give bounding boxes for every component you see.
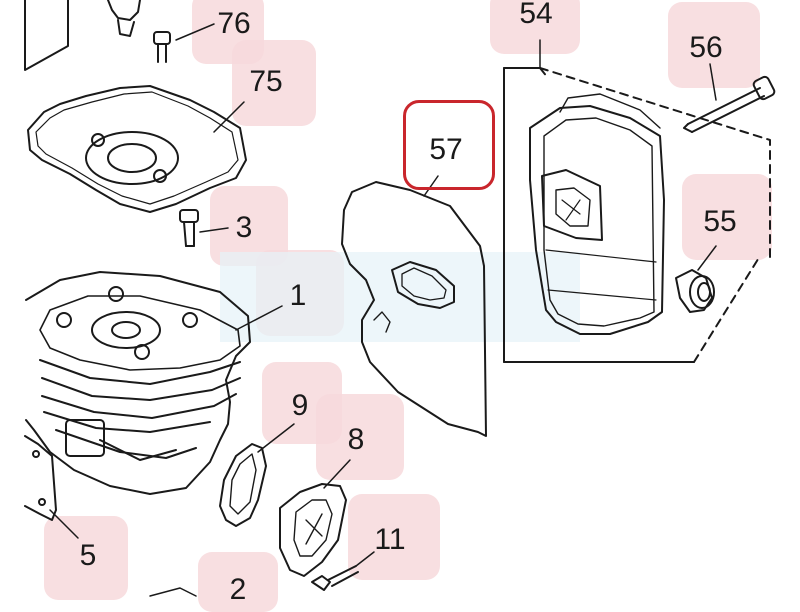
screw-3	[179, 209, 199, 247]
heat-shield-57	[341, 181, 487, 437]
inlet-8	[279, 483, 347, 577]
cylinder-1	[25, 271, 251, 495]
label-55: 55	[703, 205, 737, 238]
plate-5	[24, 435, 57, 521]
gasket-9	[219, 443, 267, 527]
label-54: 54	[519, 0, 553, 30]
nut-55	[675, 269, 715, 313]
muffler-box-54	[503, 67, 771, 363]
label-8: 8	[347, 423, 365, 456]
leader-75	[213, 101, 245, 133]
label-2: 2	[229, 573, 247, 606]
callout-bg-11	[348, 494, 440, 580]
label-11: 11	[374, 523, 406, 556]
edge-shape-left	[24, 0, 69, 71]
gasket-75	[27, 85, 247, 213]
screw-11	[311, 565, 359, 591]
leader-3	[199, 227, 229, 233]
callout-bg-56	[668, 2, 760, 88]
label-57: 57	[429, 133, 463, 166]
leader-57	[423, 175, 439, 197]
callout-bg-54	[490, 0, 580, 54]
label-56: 56	[689, 31, 723, 64]
leader-76	[175, 23, 215, 41]
bolt-76	[153, 31, 171, 63]
bolt-56	[683, 75, 776, 133]
leader-9	[257, 423, 295, 453]
label-75: 75	[249, 65, 283, 98]
callout-bg-75	[232, 40, 316, 126]
highlight-frame-57	[403, 100, 495, 190]
label-1: 1	[289, 279, 307, 312]
callout-bg-8	[316, 394, 404, 480]
callout-bg-55	[682, 174, 772, 260]
leader-5	[49, 509, 79, 539]
part-2-edge	[149, 587, 197, 597]
muffler	[529, 93, 665, 335]
leader-1	[235, 305, 283, 331]
leader-55	[697, 245, 717, 271]
label-5: 5	[79, 539, 97, 572]
leader-8	[323, 459, 351, 489]
top-fitting	[107, 0, 141, 37]
leader-11	[355, 551, 375, 567]
label-9: 9	[291, 389, 309, 422]
leader-56	[709, 63, 717, 101]
callout-bg-5	[44, 516, 128, 600]
label-76: 76	[217, 7, 251, 40]
label-3: 3	[235, 211, 253, 244]
